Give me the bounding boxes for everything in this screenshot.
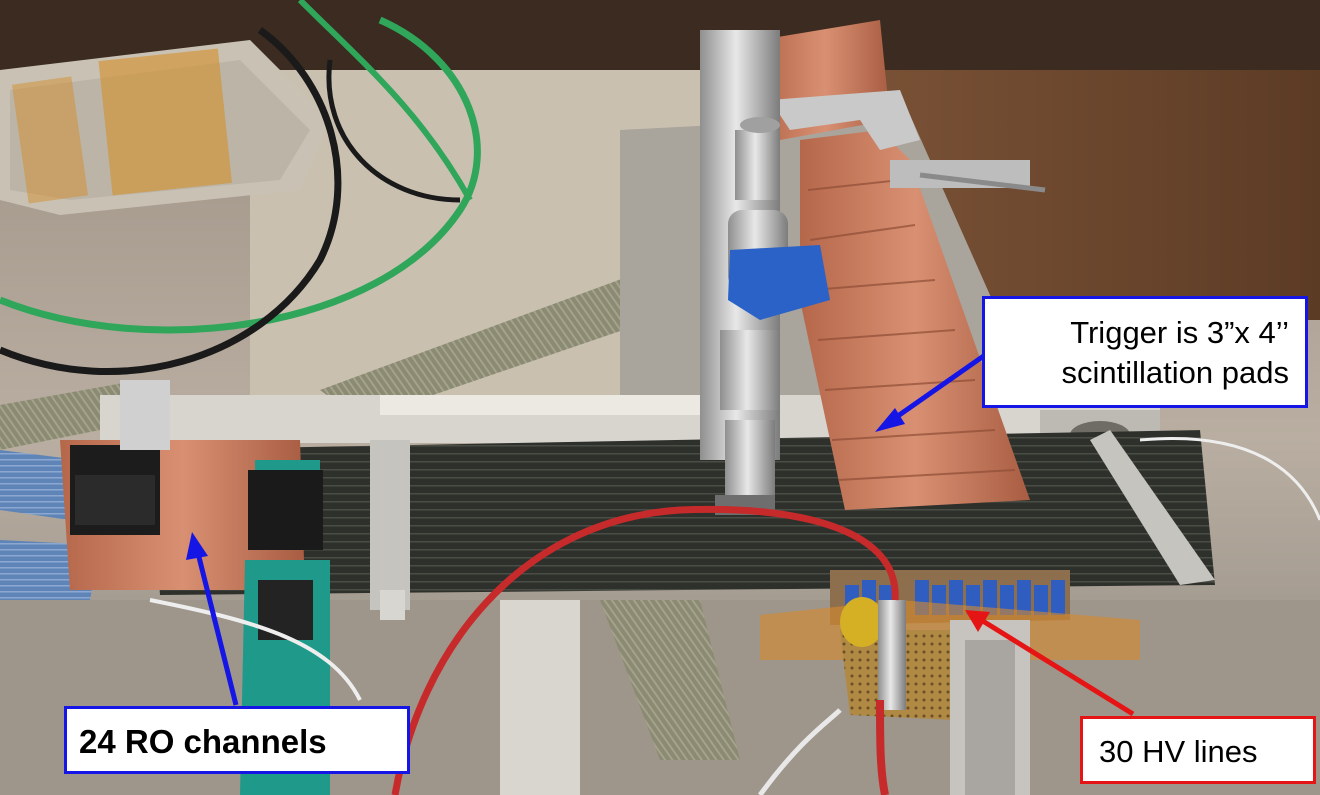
hv-lines-label: 30 HV lines: [1099, 734, 1258, 769]
trigger-callout-line-2: scintillation pads: [1061, 355, 1289, 390]
trigger-callout: Trigger is 3”x 4’’ scintillation pads: [982, 296, 1308, 408]
ro-channels-label: 24 RO channels: [79, 723, 327, 760]
hv-lines-callout: 30 HV lines: [1080, 716, 1316, 784]
ro-channels-callout: 24 RO channels: [64, 706, 410, 774]
trigger-callout-line-1: Trigger is 3”x 4’’: [1070, 315, 1289, 350]
